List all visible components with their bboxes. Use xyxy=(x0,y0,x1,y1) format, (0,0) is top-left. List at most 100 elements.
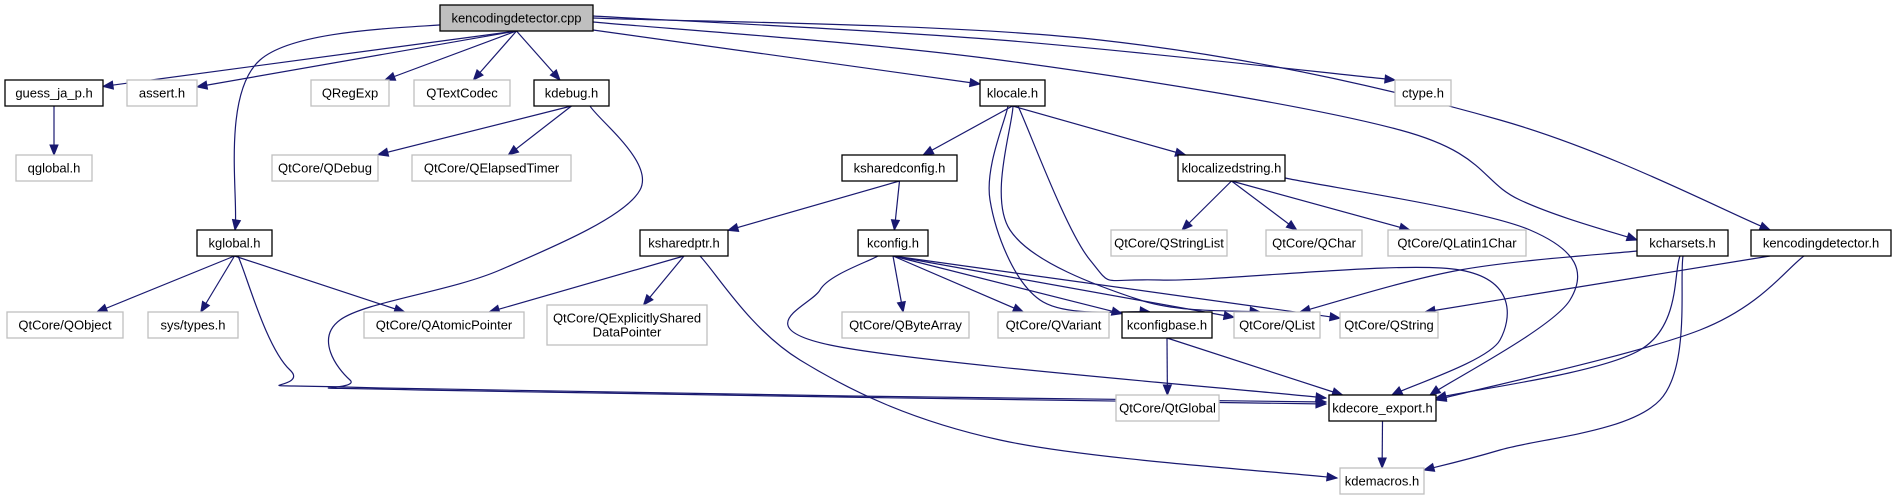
node-qstring: QtCore/QString xyxy=(1339,311,1439,339)
node-kglobal-h[interactable]: kglobal.h xyxy=(196,229,273,257)
node-box xyxy=(1339,311,1439,339)
edge-line xyxy=(699,255,1338,479)
node-box xyxy=(310,79,390,107)
node-label: DataPointer xyxy=(593,325,662,340)
node-box[interactable] xyxy=(1328,394,1437,422)
node-kconfigbase-h[interactable]: kconfigbase.h xyxy=(1121,311,1213,339)
node-label: kdecore_export.h xyxy=(1332,401,1432,416)
node-qtglobal: QtCore/QtGlobal xyxy=(1115,394,1220,422)
arrowhead-icon xyxy=(922,145,935,156)
node-kconfig-h[interactable]: kconfig.h xyxy=(857,229,929,257)
node-box xyxy=(1339,467,1425,495)
edge-line xyxy=(1012,105,1186,156)
node-box[interactable] xyxy=(639,229,729,257)
edge-kconfig_h-to-QString xyxy=(892,255,1342,322)
node-qbytearray: QtCore/QByteArray xyxy=(841,311,970,339)
node-label: ksharedptr.h xyxy=(648,236,720,251)
node-qlatin1char: QtCore/QLatin1Char xyxy=(1387,229,1527,257)
node-label: QtCore/QObject xyxy=(18,318,112,333)
edge-klocalizedstring_h-to-QStringList xyxy=(1181,180,1232,231)
edge-line xyxy=(592,21,1638,241)
edge-kconfig_h-to-QByteArray xyxy=(892,255,906,314)
node-sys-types-h: sys/types.h xyxy=(147,311,239,339)
node-klocale-h[interactable]: klocale.h xyxy=(979,79,1046,107)
node-box[interactable] xyxy=(4,79,104,107)
edge-guess_ja_p_h-to-qglobal_h xyxy=(49,106,59,157)
node-klocalizedstring-h[interactable]: klocalizedstring.h xyxy=(1177,154,1286,182)
edge-kglobal_h-to-QAtomicPointer xyxy=(234,255,406,314)
edge-line xyxy=(1231,180,1298,231)
edge-kencodingdetector_cpp-to-assert_h xyxy=(195,30,517,90)
node-label: sys/types.h xyxy=(160,318,225,333)
edge-line xyxy=(1181,180,1232,231)
node-qregexp: QRegExp xyxy=(310,79,390,107)
arrowhead-icon xyxy=(1110,306,1124,316)
edge-line xyxy=(892,255,1024,313)
node-guess-ja-p-h[interactable]: guess_ja_p.h xyxy=(4,79,104,107)
edge-line xyxy=(237,255,1327,403)
edge-line xyxy=(892,255,1235,318)
arrowhead-icon xyxy=(195,80,209,90)
edge-line xyxy=(592,17,1771,231)
node-box[interactable] xyxy=(1636,229,1729,257)
node-box xyxy=(1265,229,1363,257)
arrowhead-icon xyxy=(200,300,211,314)
arrowhead-icon xyxy=(1162,384,1173,397)
node-label: assert.h xyxy=(139,86,185,101)
node-box[interactable] xyxy=(857,229,929,257)
arrowhead-icon xyxy=(726,222,740,232)
node-box xyxy=(1115,394,1220,422)
arrowhead-icon xyxy=(642,293,654,307)
edge-klocale_h-to-kconfigbase_h xyxy=(988,105,1152,316)
edge-kcharsets_h-to-kdemacros_h xyxy=(1422,255,1684,472)
node-label: kdebug.h xyxy=(545,86,599,101)
node-box[interactable] xyxy=(1177,154,1286,182)
node-label: kconfigbase.h xyxy=(1127,318,1207,333)
node-ksharedconfig-h[interactable]: ksharedconfig.h xyxy=(841,154,958,182)
node-box xyxy=(1387,229,1527,257)
node-box[interactable] xyxy=(979,79,1046,107)
edge-klocalizedstring_h-to-QChar xyxy=(1231,180,1298,231)
node-label: klocale.h xyxy=(987,86,1038,101)
node-box[interactable] xyxy=(1750,229,1892,257)
node-box[interactable] xyxy=(841,154,958,182)
arrowhead-icon xyxy=(1328,312,1342,322)
node-kencodingdetector-h[interactable]: kencodingdetector.h xyxy=(1750,229,1892,257)
edge-kencodingdetector_cpp-to-guess_ja_p_h xyxy=(101,30,517,90)
edge-line xyxy=(787,255,1327,399)
edge-line xyxy=(1166,337,1343,396)
edge-kencodingdetector_h-to-kdecore_export_h xyxy=(1434,255,1805,402)
edge-kconfigbase_h-to-kdecore_export_h xyxy=(1166,337,1344,397)
node-qtextcodec: QTextCodec xyxy=(413,79,511,107)
node-box[interactable] xyxy=(533,79,610,107)
edge-line xyxy=(727,180,900,231)
edge-line xyxy=(507,105,572,156)
edge-line xyxy=(327,105,1327,405)
node-label: ctype.h xyxy=(1402,86,1444,101)
node-kdebug-h[interactable]: kdebug.h xyxy=(533,79,610,107)
node-label: ksharedconfig.h xyxy=(854,161,946,176)
arrowhead-icon xyxy=(1390,386,1404,396)
node-box xyxy=(271,154,379,182)
edge-kglobal_h-to-sys_types_h xyxy=(200,255,236,314)
arrowhead-icon xyxy=(549,69,561,82)
node-box[interactable] xyxy=(1121,311,1213,339)
node-kcharsets-h[interactable]: kcharsets.h xyxy=(1636,229,1729,257)
arrowhead-icon xyxy=(231,218,242,232)
edge-line xyxy=(233,21,471,231)
edge-kencodingdetector_cpp-to-kglobal_h xyxy=(231,21,471,232)
edge-line xyxy=(1000,105,1261,313)
node-ksharedptr-h[interactable]: ksharedptr.h xyxy=(639,229,729,257)
edge-kencodingdetector_cpp-to-kdebug_h xyxy=(516,30,561,82)
edge-line xyxy=(592,15,1396,81)
node-qglobal-h: qglobal.h xyxy=(15,154,93,182)
edge-line xyxy=(592,29,981,85)
edge-ksharedconfig_h-to-ksharedptr_h xyxy=(726,180,900,232)
node-kdecore-export-h[interactable]: kdecore_export.h xyxy=(1328,394,1437,422)
edge-line xyxy=(96,255,235,313)
node-box[interactable] xyxy=(196,229,273,257)
node-box xyxy=(147,311,239,339)
node-label: kencodingdetector.h xyxy=(1763,236,1879,251)
